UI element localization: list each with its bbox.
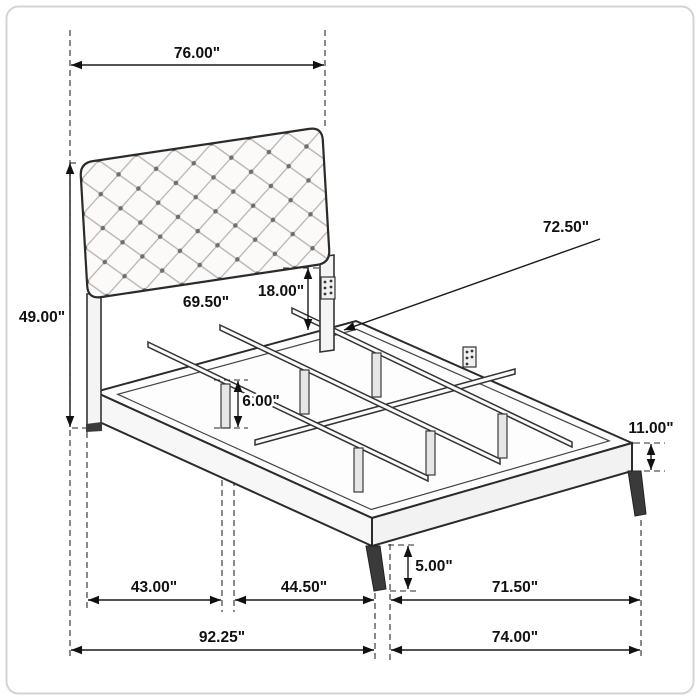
dim-label-side-rail-height: 11.00" xyxy=(628,420,673,437)
center-support-legs xyxy=(220,352,508,493)
center-leg xyxy=(220,383,231,429)
center-leg xyxy=(497,413,508,459)
center-leg xyxy=(353,447,364,493)
dim-overall-width: 76.00" xyxy=(71,43,324,70)
page-border xyxy=(5,5,695,695)
dim-frame-length: 74.00" xyxy=(391,627,640,655)
foot-leg-right xyxy=(627,470,647,517)
dim-side-rail-height: 11.00" xyxy=(626,418,676,472)
dim-label-span-right: 71.50" xyxy=(492,579,538,596)
center-leg xyxy=(299,369,310,415)
slat-rail-front xyxy=(147,340,429,483)
slat-rail-middle xyxy=(219,323,501,466)
dim-label-foot-leg-height: 5.00" xyxy=(415,558,453,575)
dim-center-leg-height: 6.00" xyxy=(214,379,282,429)
foot-leg-front xyxy=(365,545,387,592)
mounting-bracket-mid xyxy=(462,346,477,368)
dim-overall-length: 92.25" xyxy=(71,627,374,655)
slat-rail-back xyxy=(291,306,573,449)
dim-label-center-leg-height: 6.00" xyxy=(242,393,280,410)
center-leg xyxy=(371,352,382,398)
headboard xyxy=(79,127,336,432)
dim-headboard-width: 69.50" xyxy=(180,292,231,314)
headboard-tufted-panel xyxy=(79,127,331,299)
frame-inner-edge xyxy=(116,328,611,511)
dim-label-frame-length: 74.00" xyxy=(492,629,538,646)
dim-label-span-left: 43.00" xyxy=(131,579,177,596)
center-leg xyxy=(425,430,436,476)
mounting-bracket-post xyxy=(320,276,336,300)
dim-span-left: 43.00" xyxy=(88,577,221,605)
dim-label-overall-width: 76.00" xyxy=(174,45,220,62)
dim-foot-leg-height: 5.00" xyxy=(388,544,455,592)
headboard-left-post xyxy=(86,291,102,427)
dim-headboard-panel-height: 18.00" xyxy=(255,267,322,330)
headboard-right-post xyxy=(319,254,335,353)
dim-label-span-middle: 44.50" xyxy=(281,579,327,596)
dim-label-headboard-height: 49.00" xyxy=(19,309,65,326)
dim-label-slat-rail-length: 72.50" xyxy=(543,219,589,236)
dim-span-right: 71.50" xyxy=(391,577,640,605)
dim-slat-rail-length: 72.50" xyxy=(343,217,601,331)
dimensions: 76.00" 49.00" 69.50" 18.00" 72.50" 6.00" xyxy=(16,43,676,655)
dim-span-middle: 44.50" xyxy=(235,577,374,605)
dim-label-headboard-panel-height: 18.00" xyxy=(258,283,304,300)
dim-label-headboard-width: 69.50" xyxy=(183,294,229,311)
dim-headboard-height: 49.00" xyxy=(16,163,75,427)
headboard-left-foot xyxy=(86,422,102,432)
bed-frame xyxy=(92,306,647,592)
dim-label-overall-length: 92.25" xyxy=(199,629,245,646)
